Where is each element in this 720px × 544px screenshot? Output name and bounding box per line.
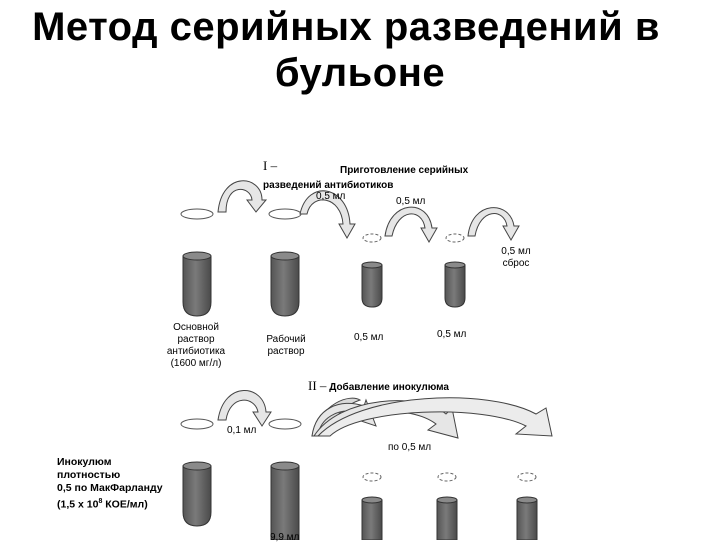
inoculum-transfer-volume: 0,1 мл [227, 425, 257, 436]
tube-1-volume-label: 0,5 мл [354, 332, 384, 343]
stock-tube [180, 208, 214, 317]
tube-2-volume-label: 0,5 мл [437, 329, 467, 340]
discard-label: 0,5 мл сброс [496, 246, 536, 270]
distribution-arrow-3 [316, 397, 553, 437]
discard-volume: 0,5 мл [501, 246, 531, 257]
page-title-line-1: Метод серийных разведений в [32, 5, 660, 49]
working-solution-label: Рабочий раствор [258, 334, 314, 358]
transfer-arrow-tube-1-to-tube-2 [384, 206, 438, 244]
transfer-volume-label-2: 0,5 мл [396, 196, 426, 207]
stock-solution-label: Основной раствор антибиотика (1600 мг/л) [158, 322, 234, 370]
section-2-heading: II – Добавление инокулюма [308, 378, 449, 394]
section-1-heading-line-2: разведений антибиотиков [263, 180, 394, 191]
test-tube-b [436, 472, 458, 540]
stock-line-3: антибиотика [166, 346, 226, 357]
stock-line-2: раствор [177, 334, 215, 345]
section-1-numeral: I – [263, 158, 278, 173]
bottom-volume-label: 9,9 мл [270, 532, 300, 543]
test-tube-a [361, 472, 383, 540]
inoculum-line-4-pre: (1,5 х 10 [57, 498, 99, 511]
inoculum-line-4: (1,5 х 108 КОЕ/мл) [57, 495, 163, 512]
working-line-2: раствор [267, 346, 305, 357]
dilution-tube-1 [361, 233, 383, 308]
discard-arrow [467, 207, 520, 242]
distribution-volume: по 0,5 мл [388, 442, 432, 453]
test-tube-c [516, 472, 538, 540]
inoculum-exponent: 8 [98, 498, 103, 505]
dilution-tube-2 [444, 233, 466, 308]
transfer-arrow-stock-to-working [217, 180, 268, 213]
inoculum-tube [180, 418, 214, 527]
inoculum-line-3: 0,5 по МакФарланду [57, 482, 163, 494]
section-2-numeral: II – [308, 378, 327, 393]
section-1-heading-line-1: Приготовление серийных [340, 165, 469, 176]
section-2-title: Добавление инокулюма [329, 382, 449, 393]
inoculum-transfer-arrow [217, 390, 272, 427]
working-line-1: Рабочий [266, 334, 306, 345]
stock-line-4: (1600 мг/л) [170, 358, 222, 369]
inoculum-description: Инокулюм плотностью 0,5 по МакФарланду (… [57, 456, 163, 512]
discard-word: сброс [502, 258, 530, 269]
inoculum-line-1: Инокулюм [57, 456, 112, 468]
inoculum-line-4-post: КОЕ/мл) [102, 498, 148, 511]
transfer-volume-label-1: 0,5 мл [316, 191, 346, 202]
test-tube-main [268, 418, 302, 540]
inoculum-line-2: плотностью [57, 469, 121, 481]
working-tube [268, 208, 302, 317]
page-title-line-2: бульоне [274, 51, 446, 95]
stock-line-1: Основной [173, 322, 219, 333]
transfer-arrow-working-to-tube-1 [299, 190, 356, 240]
